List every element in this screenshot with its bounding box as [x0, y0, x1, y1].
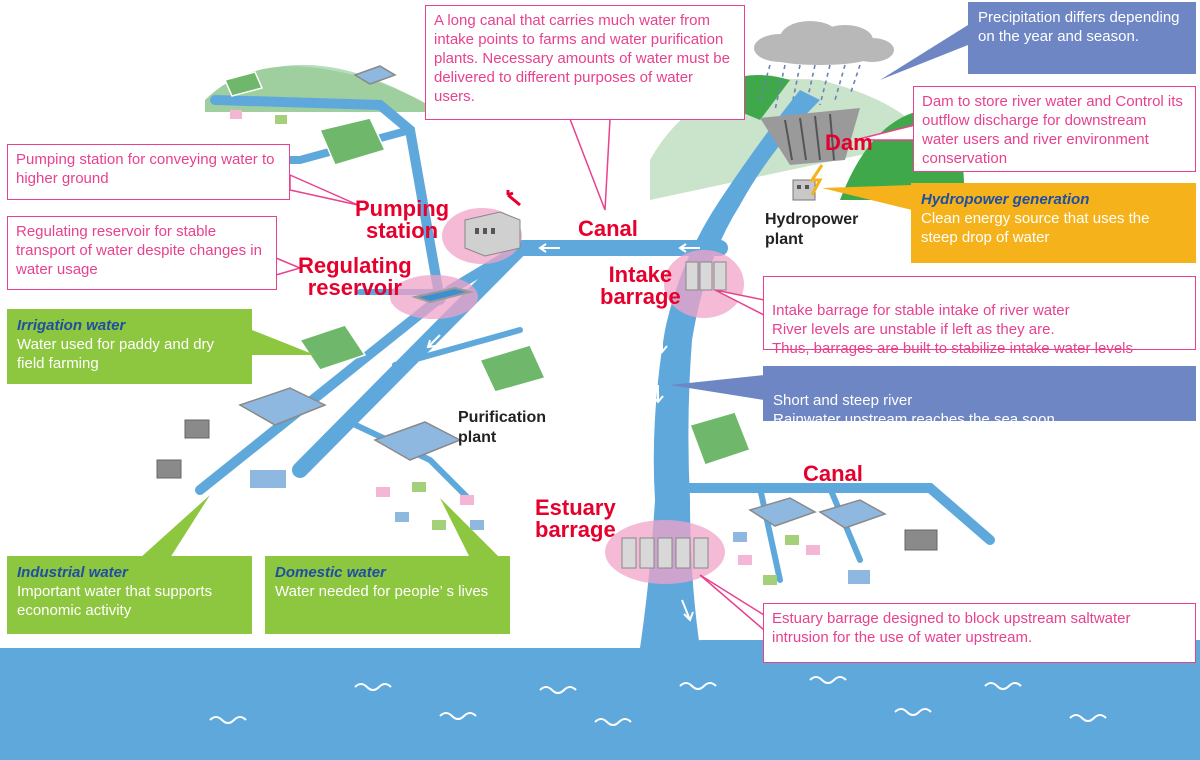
intake-barrage-gates — [685, 261, 727, 291]
pumping-station-building — [464, 190, 521, 257]
main-river — [640, 90, 820, 648]
irrigation-callout-text: Water used for paddy and dry field farmi… — [17, 336, 215, 372]
industrial-callout: Industrial water Important water that su… — [7, 556, 252, 634]
canal-lower-label: Canal — [803, 461, 863, 486]
hydropower-building — [792, 164, 824, 201]
irrigation-callout-title: Irrigation water — [17, 317, 126, 334]
factories — [156, 419, 938, 551]
fields — [223, 71, 751, 466]
intake-callout: Intake barrage for stable intake of rive… — [763, 276, 1196, 357]
sea — [0, 640, 1200, 760]
river-callout-text: Short and steep river Rainwater upstream… — [773, 392, 1059, 428]
domestic-callout-text: Water needed for people’ s lives — [275, 583, 489, 600]
hydropower-callout-title: Hydropower generation — [921, 191, 1090, 208]
pumping-callout: Pumping station for conveying water to h… — [7, 144, 290, 200]
estuary-barrage-gates — [621, 537, 709, 569]
estuary-callout: Estuary barrage designed to block upstre… — [763, 603, 1196, 663]
intake-barrage-label: Intake barrage — [600, 262, 681, 309]
purification-plants — [238, 65, 887, 529]
pumping-station-label: Pumping station — [355, 196, 450, 243]
industrial-callout-title: Industrial water — [17, 564, 128, 581]
pumping-callout-text: Pumping station for conveying water to h… — [16, 151, 275, 187]
canal-arrows — [426, 243, 700, 349]
domestic-callout: Domestic water Water needed for people’ … — [265, 556, 510, 634]
hydropower-callout: Hydropower generation Clean energy sourc… — [911, 183, 1196, 263]
canal-callout: A long canal that carries much water fro… — [425, 5, 745, 120]
river-arrows — [652, 335, 694, 622]
waves — [209, 676, 1107, 726]
reservoir-pool — [411, 286, 474, 304]
estuary-callout-text: Estuary barrage designed to block upstre… — [772, 610, 1131, 646]
domestic-callout-title: Domestic water — [275, 564, 386, 581]
canal-callout-text: A long canal that carries much water fro… — [434, 12, 730, 105]
purification-plant-label: Purification plant — [458, 409, 547, 446]
reservoir-callout-text: Regulating reservoir for stable transpor… — [16, 223, 262, 278]
hydropower-plant-label: Hydropower plant — [765, 211, 859, 248]
estuary-barrage-label: Estuary barrage — [535, 495, 616, 542]
irrigation-callout: Irrigation water Water used for paddy an… — [7, 309, 252, 384]
reservoir-callout: Regulating reservoir for stable transpor… — [7, 216, 277, 290]
canal-upper-label: Canal — [578, 216, 638, 241]
houses — [230, 110, 870, 585]
hydropower-callout-text: Clean energy source that uses the steep … — [921, 210, 1150, 246]
dam-callout: Dam to store river water and Control its… — [913, 86, 1196, 172]
dam-callout-text: Dam to store river water and Control its… — [922, 93, 1183, 167]
rain-cloud — [754, 21, 894, 65]
intake-callout-text: Intake barrage for stable intake of rive… — [772, 302, 1134, 357]
callout-pointers — [140, 25, 968, 632]
precipitation-callout-text: Precipitation differs depending on the y… — [978, 9, 1180, 45]
dam-structure — [760, 108, 860, 165]
precipitation-callout: Precipitation differs depending on the y… — [968, 2, 1196, 74]
river-callout: Short and steep river Rainwater upstream… — [763, 366, 1196, 428]
regulating-reservoir-label: Regulating reservoir — [298, 253, 412, 300]
dam-label: Dam — [825, 130, 873, 155]
industrial-callout-text: Important water that supports economic a… — [17, 583, 213, 619]
